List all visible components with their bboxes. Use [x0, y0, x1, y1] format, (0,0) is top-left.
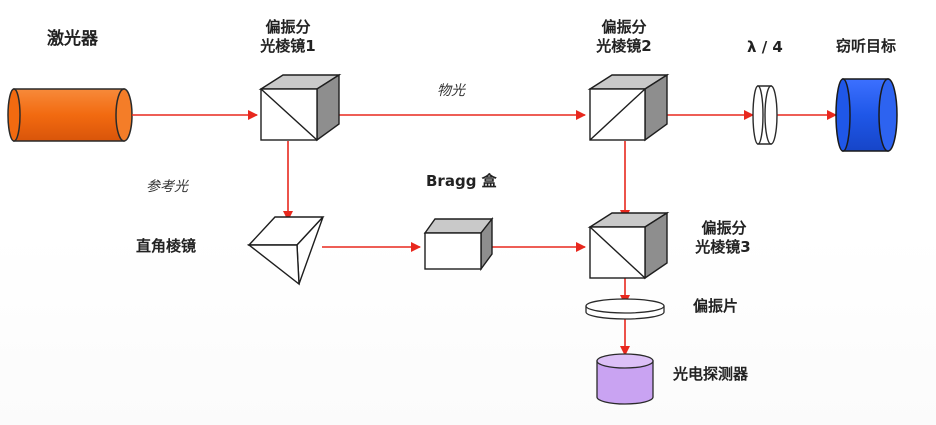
photodetector-icon: [596, 353, 654, 405]
pbs1-label-line1: 偏振分: [265, 18, 311, 36]
right-angle-prism-icon: [246, 216, 325, 286]
laser-icon: [7, 88, 133, 142]
pbs3-label-line2: 光棱镜3: [695, 238, 751, 256]
pbs2-label-line2: 光棱镜2: [596, 37, 652, 55]
target-label: 窃听目标: [836, 37, 897, 55]
right-angle-prism-label: 直角棱镜: [136, 237, 197, 255]
polarizer-icon: [585, 298, 665, 320]
pbs2-cube-icon: [587, 73, 670, 142]
pbs2-label-line1: 偏振分: [601, 18, 647, 36]
bragg-cell-label: Bragg 盒: [426, 172, 497, 190]
pbs3-cube-icon: [587, 211, 670, 280]
pbs3-label-line1: 偏振分: [701, 219, 747, 237]
quarter-wave-label: λ / 4: [747, 38, 783, 56]
polarizer-label: 偏振片: [693, 297, 739, 315]
laser-label: 激光器: [47, 29, 98, 49]
object-light-label: 物光: [437, 83, 465, 99]
quarter-wave-plate-icon: [752, 85, 778, 145]
reference-light-label: 参考光: [146, 179, 188, 195]
bragg-cell-icon: [423, 216, 494, 272]
pbs1-label-line2: 光棱镜1: [260, 37, 316, 55]
photodetector-label: 光电探测器: [673, 365, 749, 383]
pbs1-cube-icon: [258, 73, 342, 142]
eavesdrop-target-icon: [835, 78, 898, 152]
